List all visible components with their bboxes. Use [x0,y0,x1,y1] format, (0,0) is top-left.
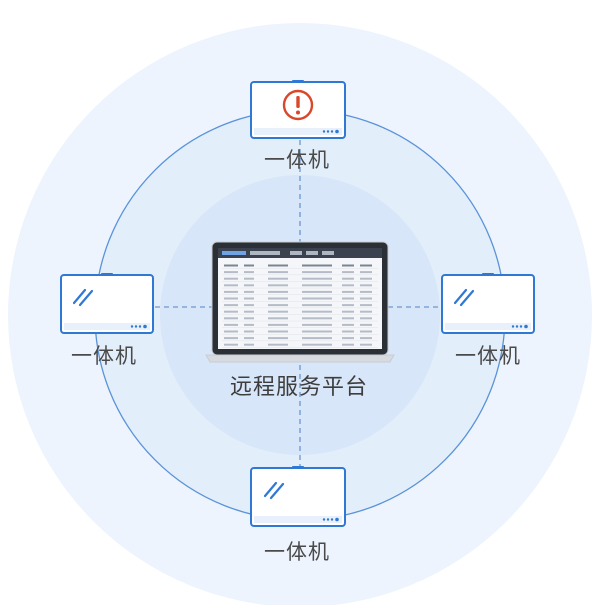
laptop-table-rows [222,264,378,348]
glare-lines-icon [72,288,94,307]
device-top [250,80,346,139]
laptop-base [205,354,395,363]
device-bottom [250,466,346,527]
platform-label: 远程服务平台 [229,375,369,400]
glare-lines-icon [263,481,285,500]
laptop-icon [205,241,395,363]
device-left [60,273,154,334]
device-label-top: 一体机 [264,148,330,172]
laptop-screen [218,248,382,349]
device-label-right: 一体机 [455,344,521,368]
glare-lines-icon [453,288,475,307]
dashed-connectors [155,140,442,468]
device-right [441,273,535,334]
device-label-bottom: 一体机 [264,540,330,564]
device-label-left: 一体机 [71,344,137,368]
alert-exclamation-icon [282,89,314,121]
